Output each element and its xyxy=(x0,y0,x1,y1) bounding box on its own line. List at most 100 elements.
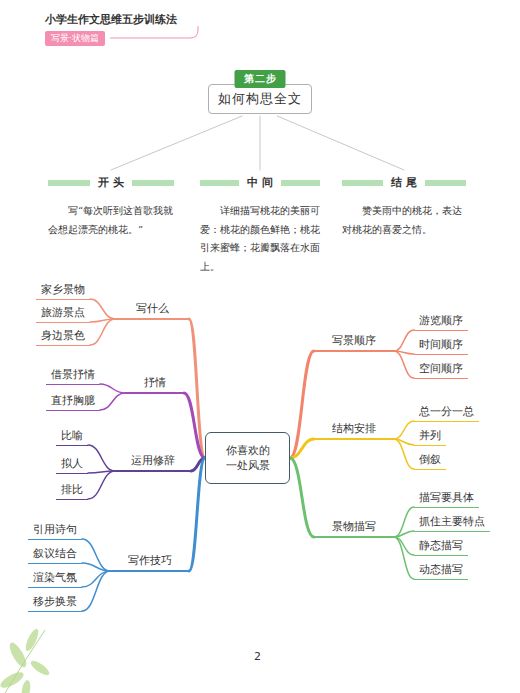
connector xyxy=(184,393,205,458)
leaf-text: 移步换景 xyxy=(33,595,77,609)
leaf-topic: 借景抒情 xyxy=(46,368,100,385)
section-heading: 结 尾 xyxy=(383,175,425,190)
leaf-topic: 引用诗句 xyxy=(28,523,82,540)
connector xyxy=(260,116,261,170)
branch-text: 结构安排 xyxy=(316,421,392,436)
connector xyxy=(394,507,414,537)
leaf-decoration xyxy=(0,627,51,693)
tag-line xyxy=(110,26,198,38)
connector xyxy=(100,384,125,393)
connector xyxy=(82,563,110,571)
leaf-text: 描写要具体 xyxy=(419,491,474,505)
connector xyxy=(82,571,110,587)
connector xyxy=(111,116,242,170)
leaf-text: 家乡景物 xyxy=(41,283,85,297)
leaf-topic: 抓住主要特点 xyxy=(414,515,490,532)
step-box: 第二步如何构思全文 xyxy=(208,84,312,114)
leaf-topic: 叙议结合 xyxy=(28,547,82,564)
leaf-text: 游览顺序 xyxy=(419,314,463,328)
leaf-text: 空间顺序 xyxy=(419,362,463,376)
leaf-topic: 渲染气氛 xyxy=(28,571,82,588)
heading-band: 中 间 xyxy=(200,175,320,190)
branch-topic: 写什么 xyxy=(115,301,189,320)
connector xyxy=(394,537,414,555)
leaf-topic: 身边景色 xyxy=(36,329,90,346)
branch-text: 运用修辞 xyxy=(117,453,189,468)
section-heading: 中 间 xyxy=(239,175,281,190)
branch-text: 写景顺序 xyxy=(316,333,392,348)
leaf-text: 渲染气氛 xyxy=(33,571,77,585)
leaf-text: 并列 xyxy=(419,429,441,443)
connector xyxy=(90,299,115,319)
section-tag: 写景·状物篇 xyxy=(45,31,105,46)
page-number: 2 xyxy=(254,650,261,663)
leaf-topic: 静态描写 xyxy=(414,539,468,556)
band-bar xyxy=(200,180,239,186)
connector xyxy=(290,351,314,458)
leaf-text: 引用诗句 xyxy=(33,523,77,537)
branch-topic: 写景顺序 xyxy=(314,333,394,352)
branch-text: 写作技巧 xyxy=(112,553,187,568)
step-title: 如何构思全文 xyxy=(209,90,311,108)
connector xyxy=(290,439,314,458)
leaf-text: 比喻 xyxy=(61,429,83,443)
branch-topic: 景物描写 xyxy=(314,519,394,538)
leaf-topic: 空间顺序 xyxy=(414,362,468,379)
leaf-text: 倒叙 xyxy=(419,453,441,467)
connector xyxy=(394,421,414,439)
connector xyxy=(394,537,414,579)
leaf-topic: 直抒胸臆 xyxy=(46,394,100,411)
branch-topic: 抒情 xyxy=(125,375,184,394)
leaf-topic: 移步换景 xyxy=(28,595,82,612)
leaf-text: 拟人 xyxy=(61,457,83,471)
branch-text: 景物描写 xyxy=(316,519,392,534)
connector xyxy=(100,393,125,410)
branch-topic: 结构安排 xyxy=(314,421,394,440)
connector xyxy=(88,471,115,499)
connector xyxy=(90,319,115,345)
connector xyxy=(394,531,414,537)
topic-text: 你喜欢的一处风景 xyxy=(225,443,271,474)
leaf-topic: 倒叙 xyxy=(414,453,446,470)
branch-topic: 运用修辞 xyxy=(115,453,191,472)
leaf-text: 动态描写 xyxy=(419,563,463,577)
leaf-text: 叙议结合 xyxy=(33,547,77,561)
connector xyxy=(394,330,414,351)
band-bar xyxy=(425,180,466,186)
connector xyxy=(290,458,314,537)
leaf-text: 抓住主要特点 xyxy=(419,515,485,529)
connector xyxy=(394,351,414,378)
leaf-topic: 游览顺序 xyxy=(414,314,468,331)
branch-topic: 写作技巧 xyxy=(110,553,189,572)
leaf-text: 旅游景点 xyxy=(41,306,85,320)
branch-text: 抒情 xyxy=(127,375,182,390)
band-bar xyxy=(132,180,174,186)
section-column: 结 尾赞美雨中的桃花，表达对桃花的喜爱之情。 xyxy=(342,172,466,239)
leaf-text: 直抒胸臆 xyxy=(51,394,95,408)
band-bar xyxy=(342,180,383,186)
connector xyxy=(277,116,404,170)
leaf-topic: 动态描写 xyxy=(414,563,468,580)
leaf-text: 总一分一总 xyxy=(419,405,474,419)
page-title: 小学生作文思维五步训练法 xyxy=(45,12,177,27)
section-text: 写“每次听到这首歌我就会想起漂亮的桃花。” xyxy=(48,202,174,239)
leaf-text: 排比 xyxy=(61,483,83,497)
leaf-topic: 排比 xyxy=(56,483,88,500)
section-text: 详细描写桃花的美丽可爱：桃花的颜色鲜艳；桃花引来蜜蜂；花瓣飘落在水面上。 xyxy=(200,202,320,276)
connector xyxy=(82,571,110,611)
branch-text: 写什么 xyxy=(117,301,187,316)
heading-band: 开 头 xyxy=(48,175,174,190)
connector xyxy=(189,458,205,571)
section-column: 中 间详细描写桃花的美丽可爱：桃花的颜色鲜艳；桃花引来蜜蜂；花瓣飘落在水面上。 xyxy=(200,172,320,276)
connector xyxy=(88,445,115,471)
leaf-topic: 描写要具体 xyxy=(414,491,479,508)
section-column: 开 头写“每次听到这首歌我就会想起漂亮的桃花。” xyxy=(48,172,174,239)
section-heading: 开 头 xyxy=(90,175,132,190)
leaf-topic: 家乡景物 xyxy=(36,283,90,300)
band-bar xyxy=(281,180,320,186)
leaf-topic: 总一分一总 xyxy=(414,405,479,422)
step-tag: 第二步 xyxy=(235,70,286,88)
connector xyxy=(82,539,110,571)
leaf-topic: 拟人 xyxy=(56,457,88,474)
